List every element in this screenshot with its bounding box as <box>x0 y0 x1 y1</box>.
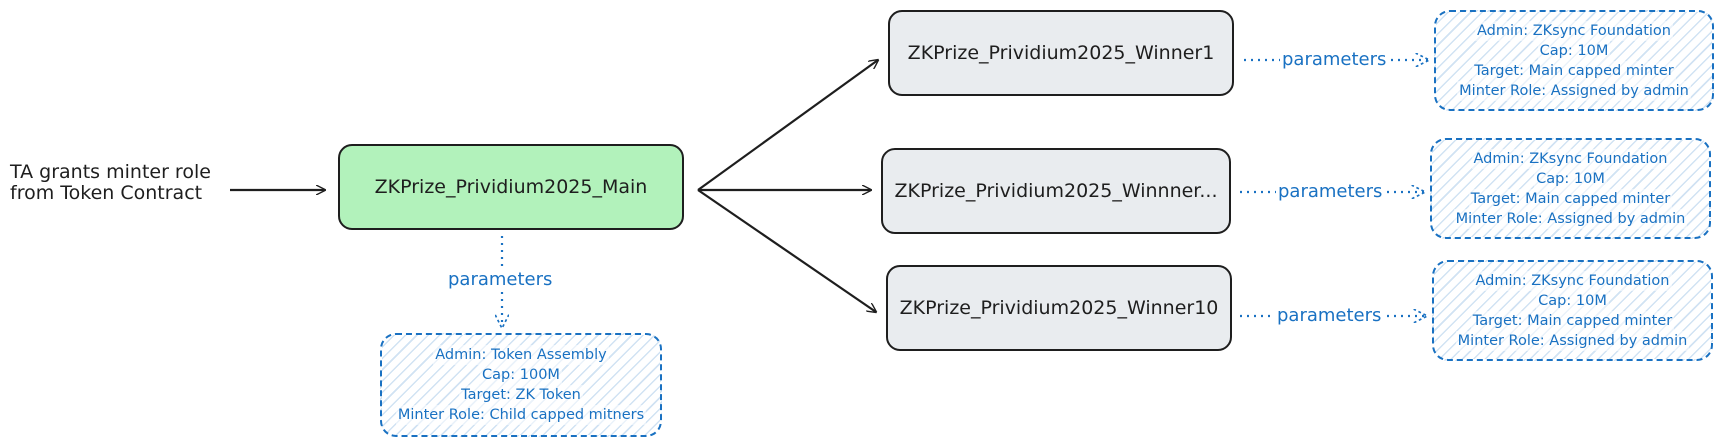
param-cap: Cap: 10M <box>1537 40 1611 61</box>
parameters-label-winner-mid: parameters <box>1276 181 1385 202</box>
winner-middle-parameters-box: Admin: ZKsync Foundation Cap: 10M Target… <box>1430 138 1711 239</box>
intro-text: TA grants minter role from Token Contrac… <box>10 162 240 204</box>
intro-line-1: TA grants minter role <box>10 161 211 183</box>
winner1-parameters-box: Admin: ZKsync Foundation Cap: 10M Target… <box>1434 10 1714 111</box>
param-cap: Cap: 10M <box>1536 290 1609 311</box>
main-parameters-box: Admin: Token Assembly Cap: 100M Target: … <box>380 333 662 437</box>
param-minter-role: Minter Role: Assigned by admin <box>1455 330 1690 351</box>
arrow-main-to-winner10 <box>697 189 876 312</box>
param-admin: Admin: Token Assembly <box>433 345 609 365</box>
parameters-label-winner1: parameters <box>1280 49 1389 70</box>
parameters-label-main: parameters <box>446 269 555 290</box>
param-admin: Admin: ZKsync Foundation <box>1471 148 1670 169</box>
param-target: Target: Main capped minter <box>1472 60 1676 81</box>
param-cap: Cap: 100M <box>480 365 562 385</box>
intro-line-2: from Token Contract <box>10 182 203 204</box>
param-target: Target: ZK Token <box>459 385 583 405</box>
param-minter-role: Minter Role: Assigned by admin <box>1457 80 1691 101</box>
param-admin: Admin: ZKsync Foundation <box>1475 20 1673 41</box>
arrow-main-to-winner1 <box>697 60 878 191</box>
param-target: Target: Main capped minter <box>1468 188 1673 209</box>
winner-middle-minter-node[interactable]: ZKPrize_Prividium2025_Winnner... <box>881 148 1231 234</box>
winner10-parameters-box: Admin: ZKsync Foundation Cap: 10M Target… <box>1432 260 1713 361</box>
winner10-minter-node[interactable]: ZKPrize_Prividium2025_Winner10 <box>886 265 1232 351</box>
parameters-label-winner10: parameters <box>1275 305 1384 326</box>
winner1-minter-node[interactable]: ZKPrize_Prividium2025_Winner1 <box>888 10 1234 96</box>
param-minter-role: Minter Role: Child capped mitners <box>395 405 647 425</box>
param-minter-role: Minter Role: Assigned by admin <box>1453 208 1688 229</box>
param-target: Target: Main capped minter <box>1470 310 1675 331</box>
param-admin: Admin: ZKsync Foundation <box>1473 270 1672 291</box>
main-minter-node[interactable]: ZKPrize_Prividium2025_Main <box>338 144 684 230</box>
param-cap: Cap: 10M <box>1534 168 1607 189</box>
